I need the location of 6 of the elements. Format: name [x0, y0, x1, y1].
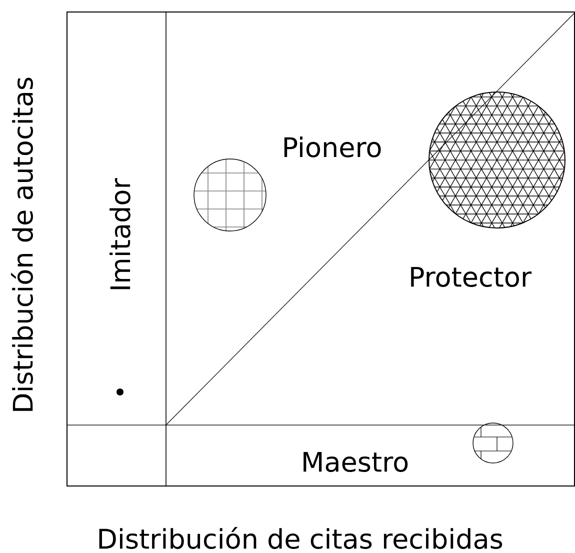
quadrant-label: Pionero: [284, 136, 381, 158]
quadrant-label: Protector: [411, 266, 532, 288]
axis-label: Distribución de citas recibidas: [99, 527, 502, 549]
quadrant-label: Maestro: [304, 452, 408, 472]
quadrant-label: Imitador: [110, 178, 130, 290]
axis-label: Distribución de autocitas: [11, 78, 33, 411]
